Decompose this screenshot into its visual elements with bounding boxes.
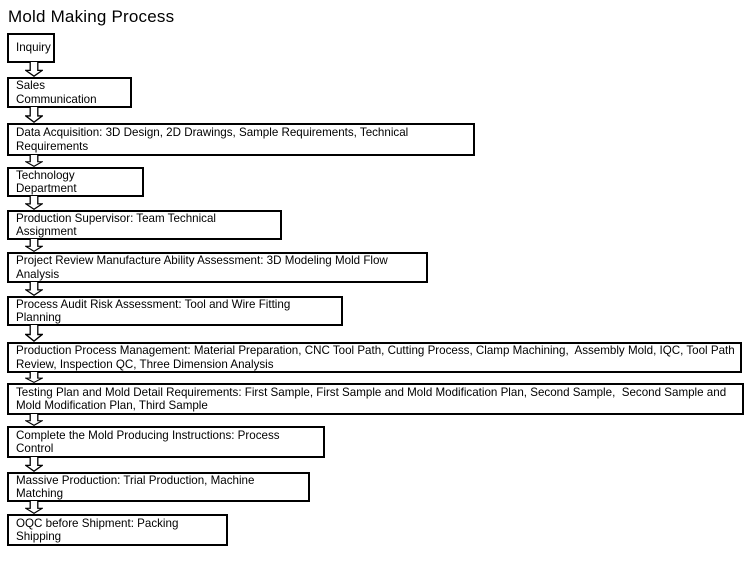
flow-step-label: Technology Department — [16, 168, 78, 195]
down-arrow-icon — [25, 282, 43, 296]
flow-step-box: Complete the Mold Producing Instructions… — [7, 426, 325, 458]
flow-step-box: OQC before Shipment: Packing Shipping — [7, 514, 228, 546]
flow-step-label: Testing Plan and Mold Detail Requirement… — [16, 385, 730, 412]
page-title: Mold Making Process — [8, 7, 175, 26]
flow-step-box: Process Audit Risk Assessment: Tool and … — [7, 296, 343, 326]
flow-step-box: Data Acquisition: 3D Design, 2D Drawings… — [7, 123, 475, 156]
down-arrow-icon — [25, 239, 43, 252]
flow-step-label: OQC before Shipment: Packing Shipping — [16, 516, 182, 543]
flow-step-box: Testing Plan and Mold Detail Requirement… — [7, 383, 744, 415]
flow-step-label: Complete the Mold Producing Instructions… — [16, 428, 283, 455]
flow-step-box: Massive Production: Trial Production, Ma… — [7, 472, 310, 502]
down-arrow-icon — [25, 372, 43, 383]
flow-step-label: Production Supervisor: Team Technical As… — [16, 211, 219, 238]
flow-step-box: Technology Department — [7, 167, 144, 197]
flow-step-label: Process Audit Risk Assessment: Tool and … — [16, 297, 294, 324]
flow-step-label: Data Acquisition: 3D Design, 2D Drawings… — [16, 126, 412, 153]
flow-step-label: Project Review Manufacture Ability Asses… — [16, 254, 391, 281]
flow-step-label: Inquiry — [16, 41, 51, 55]
down-arrow-icon — [25, 501, 43, 514]
flow-step-box: Project Review Manufacture Ability Asses… — [7, 252, 428, 283]
flow-step-box: Production Process Management: Material … — [7, 342, 742, 373]
down-arrow-icon — [25, 325, 43, 342]
flow-step-label: Massive Production: Trial Production, Ma… — [16, 473, 258, 500]
down-arrow-icon — [25, 457, 43, 472]
flow-step-label: Production Process Management: Material … — [16, 344, 738, 371]
down-arrow-icon — [25, 414, 43, 426]
down-arrow-icon — [25, 107, 43, 123]
flow-step-box: Sales Communication — [7, 77, 132, 108]
down-arrow-icon — [25, 155, 43, 167]
down-arrow-icon — [25, 62, 43, 77]
flow-step-label: Sales Communication — [16, 79, 97, 106]
flow-step-box: Inquiry — [7, 33, 55, 63]
flow-step-box: Production Supervisor: Team Technical As… — [7, 210, 282, 240]
down-arrow-icon — [25, 196, 43, 210]
